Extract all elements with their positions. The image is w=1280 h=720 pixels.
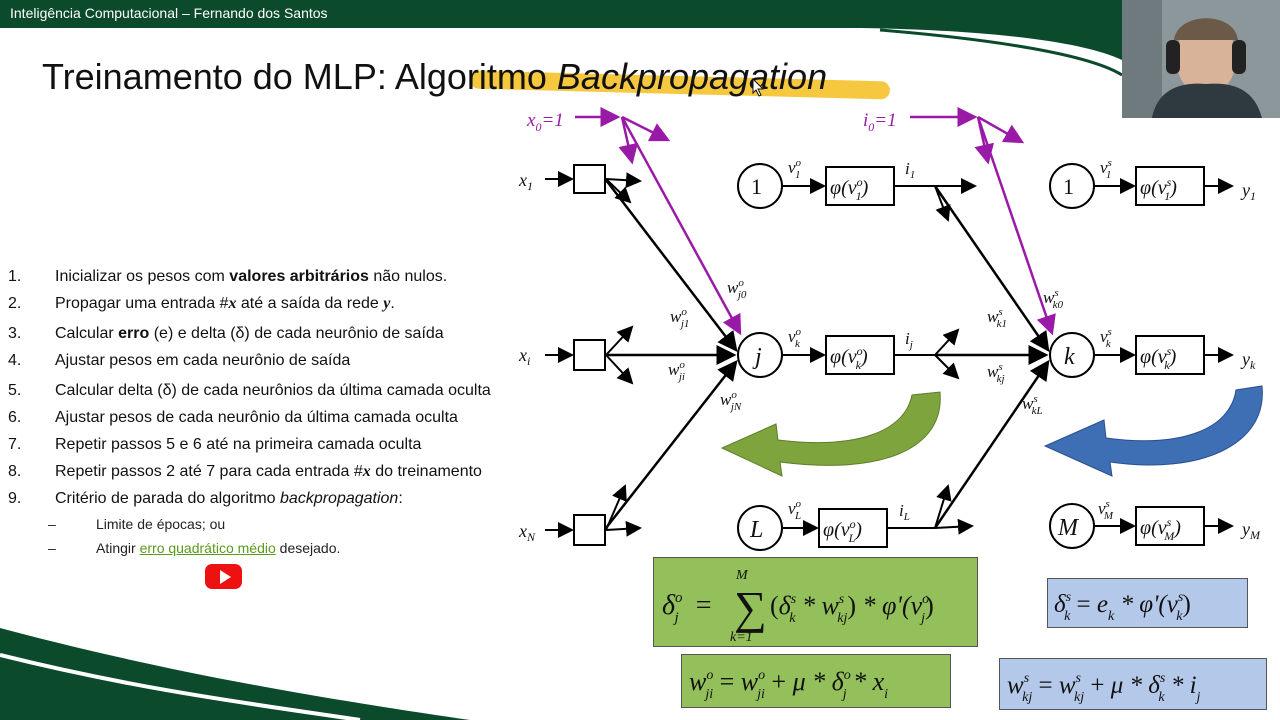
input-node-N	[573, 514, 606, 546]
i-j-label: ij	[905, 329, 913, 351]
step-1: 1.Inicializar os pesos com valores arbit…	[8, 268, 448, 285]
svg-text:∑: ∑	[734, 582, 767, 633]
course-title: Inteligência Computacional – Fernando do…	[10, 5, 328, 21]
youtube-play-icon[interactable]	[205, 564, 242, 589]
hidden-activation-1	[825, 166, 895, 206]
step-8: 8.Repetir passos 2 até 7 para cada entra…	[8, 463, 482, 480]
svg-text:k=1: k=1	[730, 630, 753, 645]
mse-link[interactable]: erro quadrático médio	[139, 540, 276, 556]
hidden-neuron-L-label: L	[749, 517, 763, 543]
output-yM-label: yM	[1240, 519, 1261, 542]
i-1-label: i1	[905, 159, 915, 181]
input-x1-label: x1	[518, 170, 533, 193]
input-xi-label: xi	[518, 345, 530, 368]
step-3: 3.Calcular erro (e) e delta (δ) de cada …	[8, 325, 444, 342]
output-yk-label: yk	[1240, 349, 1256, 372]
bias-i0-label: i0=1	[863, 110, 897, 134]
substep-mse: –Atingir erro quadrático médio desejado.	[48, 540, 341, 556]
step-7: 7.Repetir passos 5 e 6 até na primeira c…	[8, 436, 422, 453]
step-6: 6.Ajustar pesos de cada neurônio da últi…	[8, 409, 458, 426]
hidden-activation-j	[825, 335, 895, 375]
substep-epochs: –Limite de épocas; ou	[48, 516, 226, 532]
webcam-video	[1122, 0, 1280, 118]
hidden-neuron-1-label: 1	[751, 174, 762, 199]
mouse-cursor-icon	[752, 78, 765, 97]
svg-text:δoj =: δoj =	[662, 590, 711, 626]
slide-title-italic: Backpropagation	[556, 56, 828, 97]
output-neuron-k-label: k	[1064, 344, 1075, 370]
svg-text:δsk = ek * φ'(vsk): δsk = ek * φ'(vsk)	[1054, 590, 1191, 624]
input-node-i	[573, 339, 606, 371]
output-neuron-1-label: 1	[1063, 174, 1074, 199]
slide-title: Treinamento do MLP: Algoritmo Backpropag…	[42, 56, 827, 98]
output-neuron-M-label: M	[1057, 515, 1080, 541]
slide-title-main: Treinamento do MLP: Algoritmo	[42, 56, 557, 97]
backprop-arrow-blue	[1043, 385, 1263, 477]
bias-x0-label: x0=1	[526, 110, 564, 134]
svg-text:M: M	[735, 568, 749, 583]
step-2: 2.Propagar uma entrada #x até a saída da…	[8, 295, 395, 312]
step-4: 4.Ajustar pesos em cada neurônio de saíd…	[8, 352, 351, 369]
step-5: 5.Calcular delta (δ) de cada neurônios d…	[8, 382, 491, 399]
step-9: 9.Critério de parada do algoritmo backpr…	[8, 490, 403, 507]
output-y1-label: y1	[1240, 180, 1256, 203]
input-xN-label: xN	[518, 521, 536, 544]
backprop-arrow-green	[720, 391, 941, 477]
output-activation-M	[1135, 506, 1205, 546]
header-bar: Inteligência Computacional – Fernando do…	[0, 0, 1280, 28]
i-L-label: iL	[899, 501, 910, 523]
output-activation-k	[1135, 335, 1205, 375]
hidden-neuron-j-label: j	[752, 344, 762, 370]
input-node-1	[573, 164, 606, 194]
